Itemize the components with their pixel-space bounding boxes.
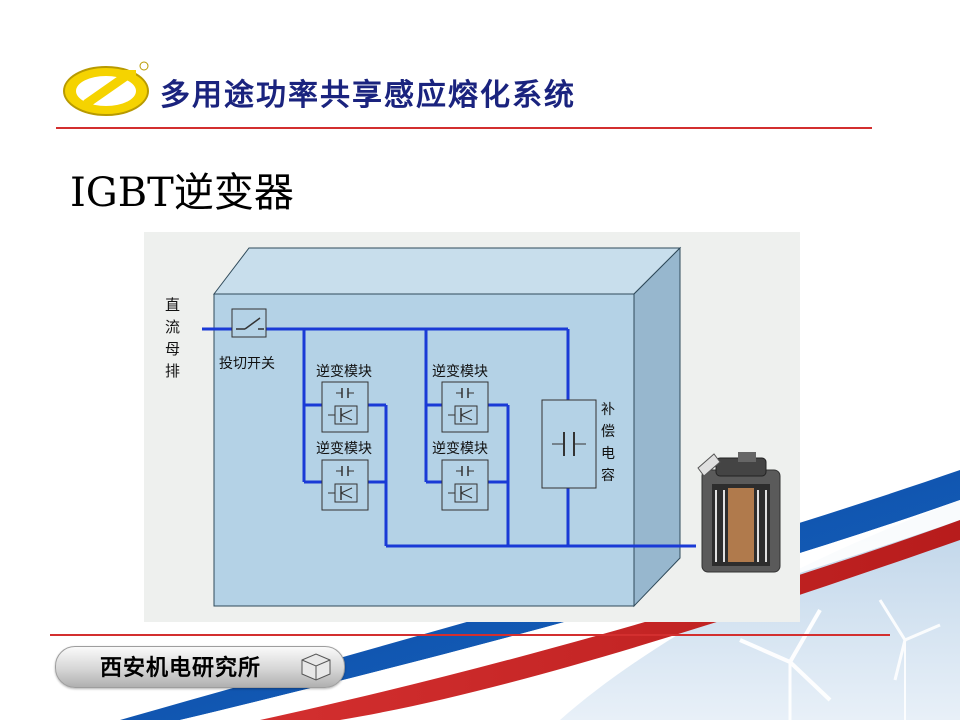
bus-label-char: 直 — [165, 296, 180, 314]
capacitor-label: 补 偿 电 容 — [601, 402, 615, 484]
switch-label: 投切开关 — [219, 356, 275, 372]
capacitor-icon — [541, 399, 597, 489]
folder-icon — [301, 653, 331, 681]
bus-label-char: 流 — [165, 318, 180, 336]
module-label: 逆变模块 — [432, 364, 488, 380]
capacitor-label-char: 补 — [601, 402, 615, 418]
footer-banner — [55, 646, 345, 688]
bus-label-char: 排 — [165, 362, 180, 380]
bus-label-char: 母 — [165, 340, 180, 358]
module-label: 逆变模块 — [316, 364, 372, 380]
wind-turbine-icon — [878, 599, 941, 720]
slide-subtitle: IGBT逆变器 — [70, 170, 294, 216]
inverter-module-icon — [441, 381, 489, 433]
module-label: 逆变模块 — [316, 441, 372, 457]
organization-name: 西安机电研究所 — [100, 655, 262, 681]
capacitor-label-char: 容 — [601, 467, 615, 484]
dc-bus-label: 直 流 母 排 — [165, 296, 180, 380]
capacitor-label-char: 偿 — [601, 424, 615, 440]
inverter-module-icon — [321, 459, 369, 511]
wind-turbine-icon — [739, 609, 832, 720]
module-label: 逆变模块 — [432, 441, 488, 457]
bus-lines — [202, 327, 696, 548]
switch-icon — [231, 308, 267, 338]
page-title: 多用途功率共享感应熔化系统 — [160, 78, 576, 113]
inverter-diagram: 直 流 母 排 投切开关 逆变模块 逆变模块 逆变模块 逆变模块 — [144, 232, 800, 622]
furnace-icon — [697, 452, 781, 573]
footer-divider — [50, 634, 890, 636]
cabinet-top — [212, 247, 682, 295]
inverter-module-icon — [321, 381, 369, 433]
inverter-module-icon — [441, 459, 489, 511]
company-logo — [63, 61, 149, 116]
capacitor-label-char: 电 — [601, 446, 615, 462]
cabinet-side — [633, 246, 681, 608]
header-divider — [56, 127, 872, 129]
